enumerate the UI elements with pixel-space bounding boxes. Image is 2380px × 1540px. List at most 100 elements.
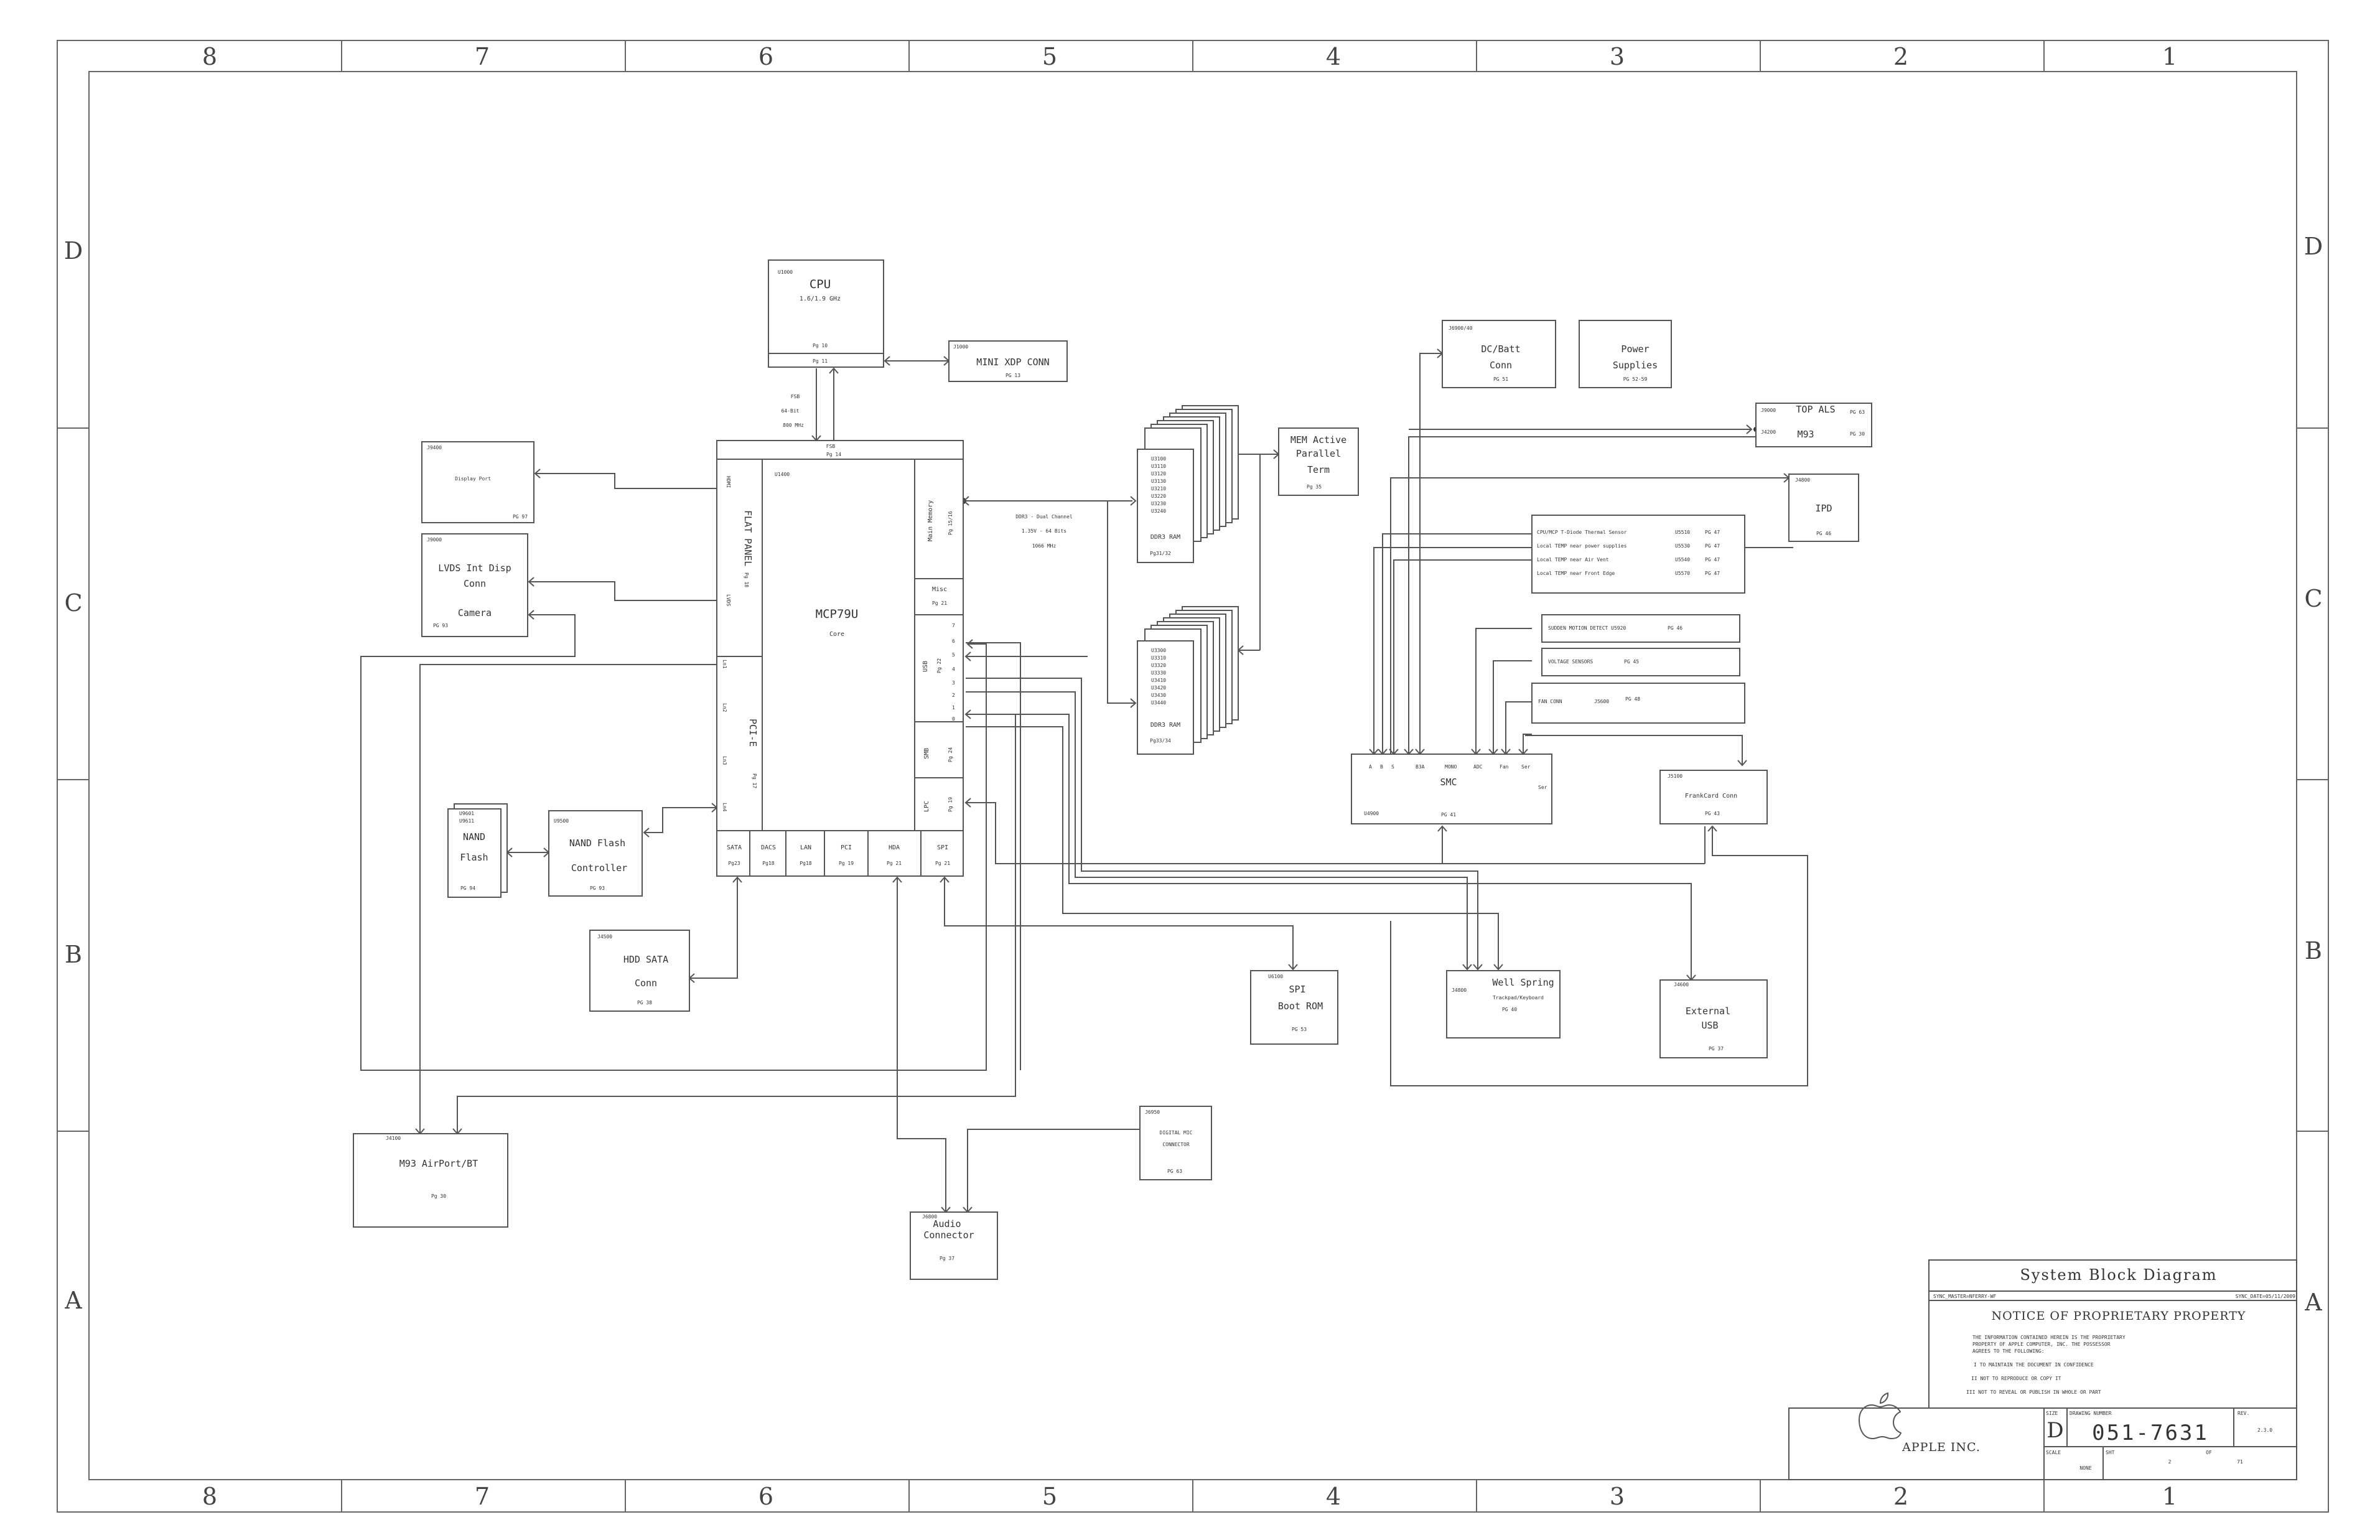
mcp-lpc-label: LPC [923, 801, 930, 812]
title-block-para-2: PROPERTY OF APPLE COMPUTER, INC. THE POS… [1972, 1342, 2111, 1347]
col-label-1-top: 1 [2162, 43, 2177, 70]
external-usb-line1: External [1686, 1006, 1730, 1017]
power-line1: Power [1621, 343, 1649, 355]
ram-bot-ref-6: U3430 [1151, 693, 1166, 698]
ram-bot-ref-2: U3320 [1151, 663, 1166, 668]
ram-bot-pg: Pg33/34 [1150, 738, 1171, 744]
smc-pin-ser: Ser [1521, 764, 1531, 770]
m93-name: M93 [1797, 429, 1814, 440]
temp-row-3-pg: PG 47 [1705, 571, 1720, 576]
audio-line2: Connector [923, 1230, 974, 1241]
rev-value: 2.3.0 [2257, 1427, 2272, 1433]
power-line2: Supplies [1613, 360, 1658, 371]
cpu-name: CPU [810, 278, 831, 291]
col-label-6-bottom: 6 [758, 1483, 773, 1510]
external-usb-block: J4600 External USB PG 37 [1659, 979, 1768, 1058]
airport-name: M93 AirPort/BT [399, 1158, 478, 1169]
smc-pin-a: A [1369, 764, 1372, 770]
m93-pg: PG 30 [1850, 431, 1865, 437]
mcp-name: MCP79U [816, 607, 859, 621]
fsb-label-1: FSB [791, 394, 800, 399]
smc-pin-adc: ADC [1473, 764, 1483, 770]
mcp-lane-2: Ln2 [722, 703, 727, 712]
border-frame: 8 7 6 5 4 3 2 1 8 7 6 5 4 3 2 1 D C B A … [57, 40, 2329, 1513]
airport-pg: Pg 30 [431, 1193, 446, 1199]
col-label-5-bottom: 5 [1042, 1483, 1057, 1510]
title-block: System Block Diagram SYNC_MASTER=NFERRY-… [1928, 1259, 2297, 1409]
row-label-b-right: B [2305, 937, 2322, 964]
xdp-name: MINI XDP CONN [976, 357, 1049, 368]
temp-row-2-pg: PG 47 [1705, 557, 1720, 562]
mcp-lane-4: Ln4 [722, 803, 727, 812]
ddr-note-3: 1066 MHz [1032, 543, 1057, 549]
well-spring-pg: PG 40 [1502, 1007, 1517, 1012]
title-block-info: APPLE INC. SIZE D DRAWING NUMBER 051-763… [1788, 1392, 2297, 1480]
mcp-fsb-label: FSB [826, 444, 836, 449]
nand-controller-line1: NAND Flash [569, 838, 625, 849]
col-label-8-bottom: 8 [202, 1483, 217, 1510]
ddr-note: DDR3 - Dual Channel 1.35V - 64 Bits 1066… [1015, 514, 1073, 549]
airport-bt-block: J4100 M93 AirPort/BT Pg 30 [353, 1133, 508, 1228]
fsb-label-3: 800 MHz [783, 422, 804, 428]
well-spring-line1: Well Spring [1492, 977, 1554, 988]
airport-ref: J4100 [386, 1136, 401, 1141]
of-label: OF [2206, 1450, 2212, 1455]
temp-row-1-pg: PG 47 [1705, 543, 1720, 549]
col-label-8-top: 8 [202, 43, 217, 70]
nand-flash-block: U9601 U9611 NAND Flash PG 94 [447, 803, 508, 898]
mcp-lpc-pg: Pg 19 [948, 797, 953, 812]
ram-bot-ref-0: U3300 [1151, 648, 1166, 653]
rev-label: REV. [2238, 1411, 2249, 1416]
mcp-lane-1: Ln1 [722, 660, 727, 669]
sudden-motion-label: SUDDEN MOTION DETECT U5920 [1548, 625, 1626, 631]
nand-line2: Flash [460, 852, 488, 863]
spi-pg: PG 53 [1292, 1027, 1307, 1032]
mem-term-line2: Parallel [1296, 448, 1341, 459]
fan-conn-ref: J5600 [1594, 699, 1609, 704]
mcp-pci-pg: Pg 19 [839, 861, 854, 866]
display-port-ref: J9400 [427, 445, 442, 450]
temp-row-2-label: Local TEMP near Air Vent [1537, 557, 1609, 562]
mcp-fsb-pg: Pg 14 [826, 452, 841, 457]
hdd-pg: PG 38 [637, 1000, 652, 1006]
mcp-flat-panel-pg: Pg 18 [744, 572, 749, 587]
ram-top-name: DDR3 RAM [1150, 534, 1180, 541]
nand-controller-pg: PG 93 [590, 885, 605, 891]
cpu-pg2: Pg 11 [813, 358, 828, 364]
lvds-ref: J9000 [427, 537, 442, 543]
lvds-block: J9000 LVDS Int Disp Conn Camera PG 93 [421, 533, 528, 637]
smc-pin-b3a: B3A [1416, 764, 1425, 770]
top-als-pg: PG 63 [1850, 409, 1865, 415]
spi-line2: Boot ROM [1278, 1001, 1323, 1012]
mem-term-line3: Term [1307, 464, 1330, 475]
mcp-sata-pg: Pg23 [728, 861, 740, 866]
row-label-c-left: C [64, 589, 82, 617]
cpu-speed: 1.6/1.9 GHz [800, 296, 841, 302]
well-spring-line2: Trackpad/Keyboard [1493, 995, 1544, 1001]
col-label-2-top: 2 [1893, 43, 1908, 70]
dc-batt-pg: PG 51 [1493, 376, 1508, 382]
temp-row-1-label: Local TEMP near power supplies [1537, 543, 1627, 549]
temp-row-0-ref: U5510 [1675, 530, 1690, 535]
smc-right-ser: Ser [1538, 785, 1547, 790]
col-label-3-top: 3 [1610, 43, 1625, 70]
drawing-number-label: DRAWING NUMBER [2070, 1411, 2112, 1416]
nand-line1: NAND [463, 831, 485, 842]
temp-sensors-block: CPU/MCP T-Diode Thermal Sensor U5510 PG … [1531, 515, 1745, 594]
usb-port-6: 6 [952, 638, 955, 644]
sudden-motion-block: SUDDEN MOTION DETECT U5920 PG 46 [1541, 614, 1740, 643]
smc-pg: PG 41 [1441, 812, 1456, 818]
m93-ref: J4200 [1761, 429, 1776, 435]
fan-conn-pg: PG 48 [1625, 696, 1640, 702]
row-label-b-left: B [65, 941, 82, 968]
ram-top-ref-4: U3210 [1151, 486, 1166, 492]
nand-controller-block: U9500 NAND Flash Controller PG 93 [548, 810, 643, 897]
external-usb-line2: USB [1701, 1020, 1718, 1031]
row-label-d-right: D [2304, 233, 2323, 260]
ram-top-ref-1: U3110 [1151, 464, 1166, 469]
ram-top-ref-2: U3120 [1151, 471, 1166, 477]
row-label-c-right: C [2304, 585, 2322, 612]
col-label-4-bottom: 4 [1326, 1483, 1341, 1510]
mem-term-block: MEM Active Parallel Term Pg 35 [1278, 427, 1359, 496]
company-name: APPLE INC. [1902, 1440, 1981, 1454]
